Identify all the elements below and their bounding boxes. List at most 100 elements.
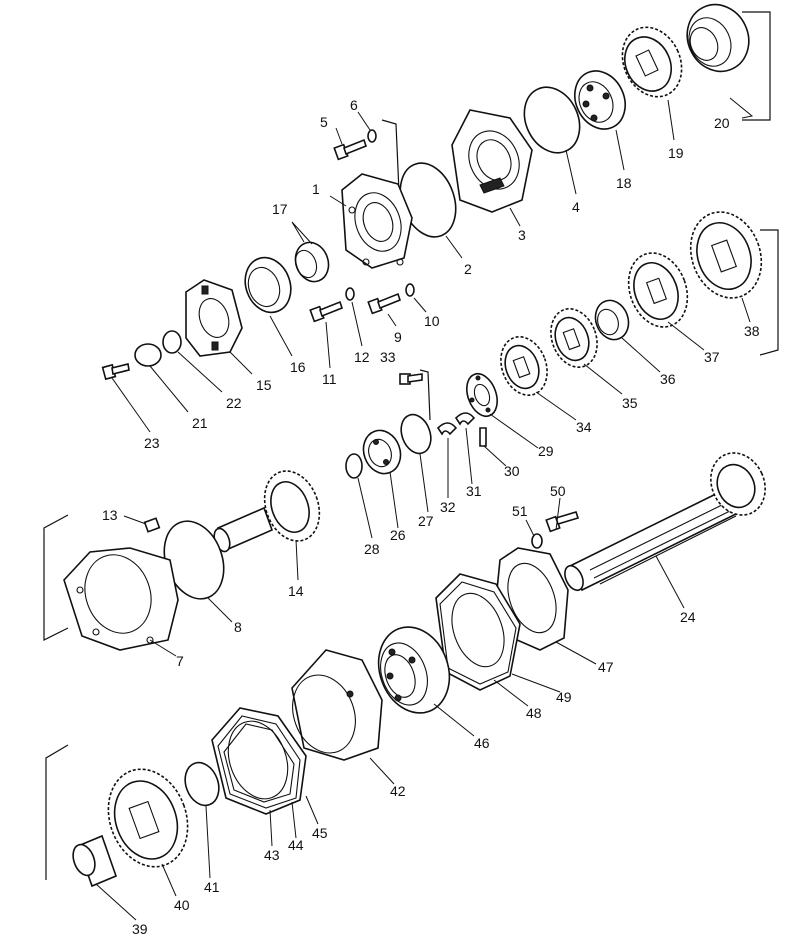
part-6-washer xyxy=(367,129,377,143)
callout-2: 2 xyxy=(464,261,472,277)
part-33-bolt xyxy=(399,373,423,385)
callout-3: 3 xyxy=(518,227,526,243)
part-11-bolt xyxy=(309,300,343,323)
part-41-seal xyxy=(184,761,220,807)
part-51-washer xyxy=(531,533,543,549)
bracket-top-right xyxy=(742,11,771,121)
callout-23: 23 xyxy=(144,435,160,451)
callout-24: 24 xyxy=(680,609,696,625)
part-37-gear xyxy=(627,252,689,328)
part-36-bushing xyxy=(594,299,630,341)
callout-21: 21 xyxy=(192,415,208,431)
bracket-left-bottom xyxy=(45,744,69,880)
callout-8: 8 xyxy=(234,619,242,635)
part-48-shim xyxy=(439,581,517,685)
callout-20: 20 xyxy=(714,115,730,131)
callout-4: 4 xyxy=(572,199,580,215)
callout-33: 33 xyxy=(380,349,396,365)
callout-34: 34 xyxy=(576,419,592,435)
callout-29: 29 xyxy=(538,443,554,459)
part-19-gear xyxy=(621,26,683,98)
callout-22: 22 xyxy=(226,395,242,411)
part-22-snap-ring xyxy=(162,330,182,354)
callout-13: 13 xyxy=(102,507,118,523)
part-7-case xyxy=(63,547,179,651)
callout-10: 10 xyxy=(424,313,440,329)
callout-36: 36 xyxy=(660,371,676,387)
part-24-shaft xyxy=(564,452,766,592)
callout-6: 6 xyxy=(350,97,358,113)
callout-40: 40 xyxy=(174,897,190,913)
callout-27: 27 xyxy=(418,513,434,529)
callout-32: 32 xyxy=(440,499,456,515)
callout-15: 15 xyxy=(256,377,272,393)
part-9-bolt xyxy=(367,292,401,315)
callout-1: 1 xyxy=(312,181,320,197)
part-35-gear xyxy=(550,308,598,368)
callout-47: 47 xyxy=(598,659,614,675)
part-38-gear xyxy=(689,211,763,299)
callout-41: 41 xyxy=(204,879,220,895)
callout-43: 43 xyxy=(264,847,280,863)
part-3-case xyxy=(451,109,533,213)
group-brackets xyxy=(43,11,779,880)
callout-44: 44 xyxy=(288,837,304,853)
part-34-gear xyxy=(500,336,548,396)
bracket-left-middle xyxy=(43,514,69,641)
part-29-plate xyxy=(466,372,498,418)
part-31-clip xyxy=(454,412,476,426)
part-32-clip xyxy=(436,422,458,436)
callout-28: 28 xyxy=(364,541,380,557)
callout-9: 9 xyxy=(394,329,402,345)
callout-11: 11 xyxy=(322,371,337,387)
part-28-snap-ring xyxy=(345,453,363,479)
callout-labels: 1 2 3 4 5 6 7 8 9 10 11 12 13 14 15 16 1… xyxy=(102,97,760,936)
callout-7: 7 xyxy=(176,653,184,669)
part-5-bolt xyxy=(333,138,367,161)
bracket-item-33 xyxy=(419,369,431,421)
part-13-plug xyxy=(143,517,161,533)
callout-49: 49 xyxy=(556,689,572,705)
callout-18: 18 xyxy=(616,175,632,191)
part-14-shaft-gear xyxy=(213,470,321,553)
part-18-bearing xyxy=(574,70,626,130)
part-20-bearing xyxy=(686,3,750,73)
part-39-bushing xyxy=(72,834,118,888)
part-10-washer xyxy=(405,283,415,297)
callout-51: 51 xyxy=(512,503,528,519)
callout-30: 30 xyxy=(504,463,520,479)
callout-46: 46 xyxy=(474,735,490,751)
part-17-bushing xyxy=(294,241,330,283)
part-21-plate xyxy=(134,343,162,367)
callout-39: 39 xyxy=(132,921,148,936)
callout-38: 38 xyxy=(744,323,760,339)
part-46-bearing xyxy=(377,626,451,714)
part-40-gear xyxy=(107,768,189,868)
callout-26: 26 xyxy=(390,527,406,543)
part-49-gasket xyxy=(435,573,521,691)
callout-19: 19 xyxy=(668,145,684,161)
callout-45: 45 xyxy=(312,825,328,841)
part-44-shim xyxy=(217,715,301,809)
part-50-bolt xyxy=(545,511,580,533)
callout-42: 42 xyxy=(390,783,406,799)
part-16-race xyxy=(244,256,292,314)
part-1-cover xyxy=(341,173,413,269)
callout-31: 31 xyxy=(466,483,482,499)
callout-14: 14 xyxy=(288,583,304,599)
part-26-bearing xyxy=(362,429,402,475)
callout-48: 48 xyxy=(526,705,542,721)
callout-5: 5 xyxy=(320,114,328,130)
part-15-retainer xyxy=(185,279,243,357)
part-42-retainer xyxy=(291,649,383,761)
part-30-pin xyxy=(479,427,487,447)
part-27-snap-ring xyxy=(400,413,432,455)
part-23-bolt xyxy=(101,363,130,381)
bracket-middle-right xyxy=(759,229,779,356)
callout-50: 50 xyxy=(550,483,566,499)
callout-12: 12 xyxy=(354,349,370,365)
leader-lines xyxy=(95,97,754,921)
callout-16: 16 xyxy=(290,359,306,375)
